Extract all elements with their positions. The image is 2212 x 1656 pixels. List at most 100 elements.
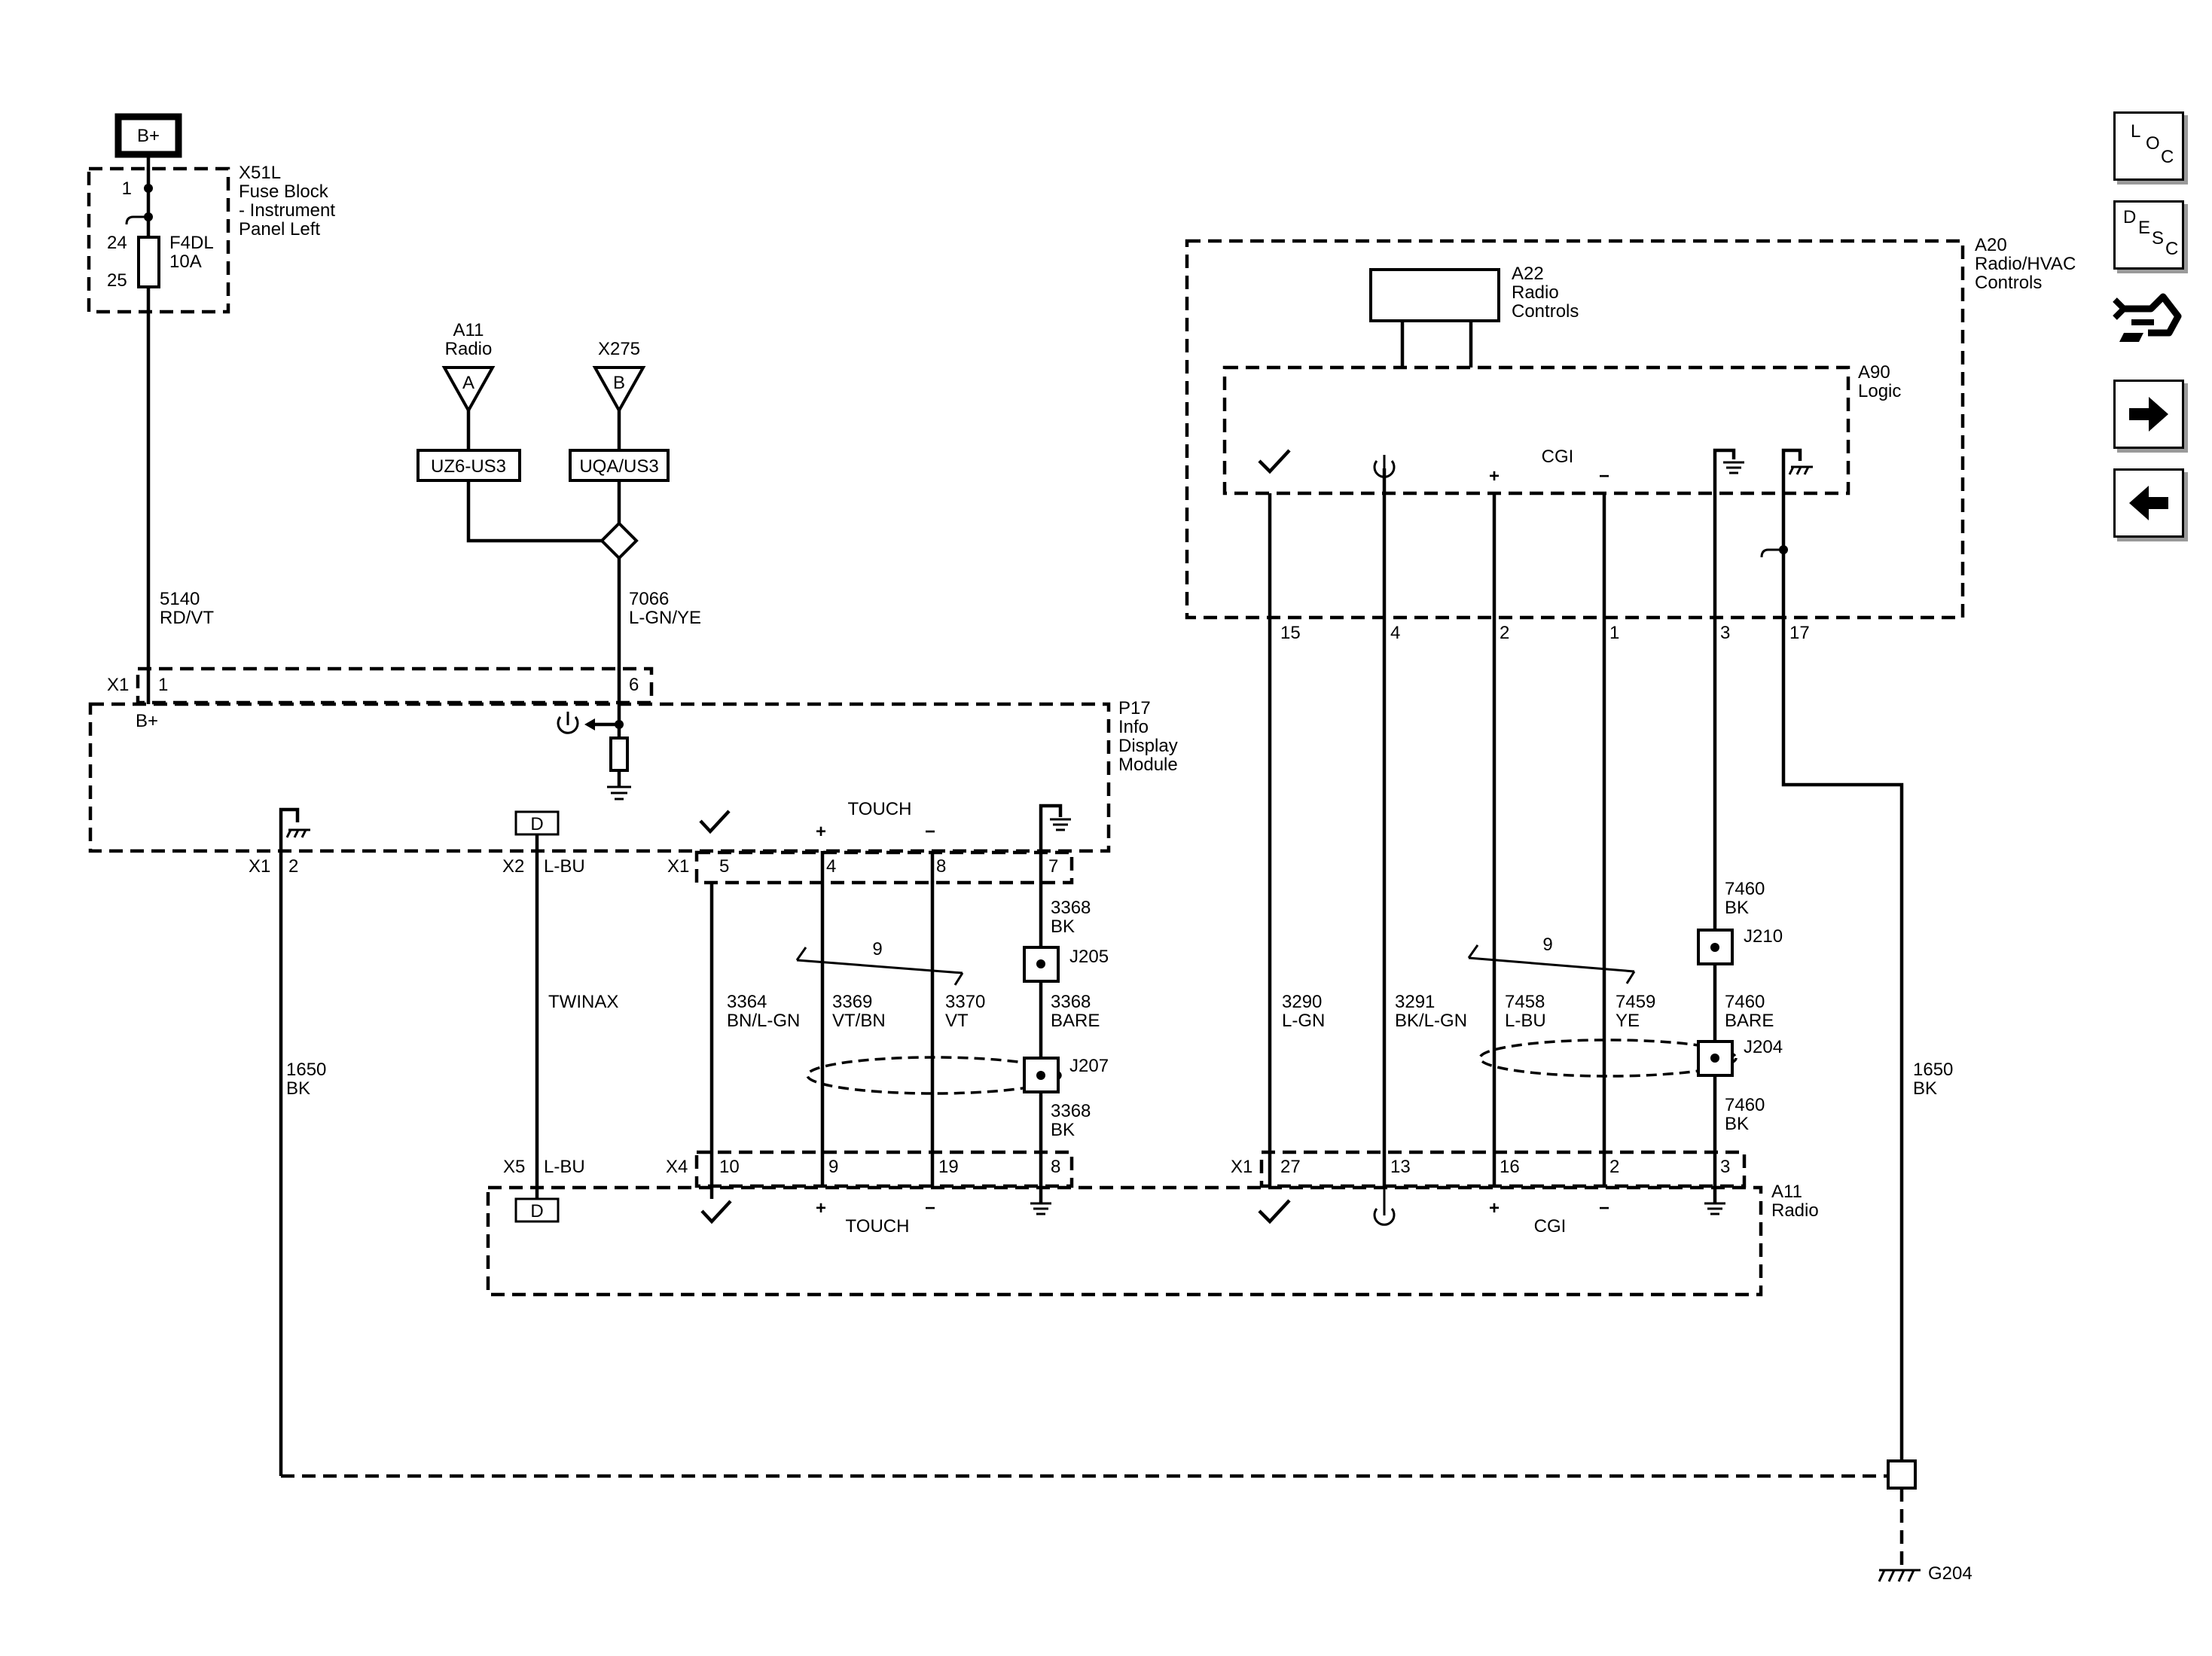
svg-text:X51L: X51L xyxy=(239,163,281,183)
next-page-button[interactable] xyxy=(2113,380,2184,449)
module-a20: A20 Radio/HVAC Controls A22 Radio Contro… xyxy=(1185,235,2076,643)
svg-text:BARE: BARE xyxy=(1051,1011,1100,1031)
svg-text:6: 6 xyxy=(629,675,639,695)
svg-text:B: B xyxy=(613,373,625,393)
svg-text:16: 16 xyxy=(1500,1157,1520,1177)
svg-text:A: A xyxy=(462,373,474,393)
minus-icon: − xyxy=(1599,1198,1609,1218)
svg-text:CGI: CGI xyxy=(1542,447,1574,467)
plus-icon: + xyxy=(1489,466,1500,486)
svg-text:Panel Left: Panel Left xyxy=(239,219,320,239)
svg-text:BK: BK xyxy=(1725,1114,1749,1134)
svg-text:3369: 3369 xyxy=(832,992,872,1012)
svg-text:Radio/HVAC: Radio/HVAC xyxy=(1975,254,2076,274)
svg-text:X1: X1 xyxy=(667,856,689,877)
svg-text:BK: BK xyxy=(1725,898,1749,918)
check-icon xyxy=(699,810,731,834)
module-a90 xyxy=(1222,365,1850,496)
svg-text:TOUCH: TOUCH xyxy=(848,799,912,819)
shield-touch xyxy=(806,1056,1062,1095)
svg-text:UZ6-US3: UZ6-US3 xyxy=(431,456,506,477)
svg-text:BARE: BARE xyxy=(1725,1011,1774,1031)
svg-text:B+: B+ xyxy=(136,711,158,731)
arrow-left-icon xyxy=(2129,486,2168,520)
svg-text:X1: X1 xyxy=(249,856,270,877)
svg-text:7458: 7458 xyxy=(1505,992,1545,1012)
connector-view-button[interactable] xyxy=(2109,289,2184,355)
svg-text:19: 19 xyxy=(938,1157,959,1177)
svg-text:25: 25 xyxy=(107,270,127,291)
svg-text:1650: 1650 xyxy=(1913,1060,1953,1080)
svg-text:8: 8 xyxy=(936,856,946,877)
svg-text:3290: 3290 xyxy=(1282,992,1322,1012)
svg-text:5140: 5140 xyxy=(160,589,200,609)
svg-text:9: 9 xyxy=(872,939,882,959)
fuse-f4dl xyxy=(137,236,160,288)
previous-page-button[interactable] xyxy=(2113,468,2184,538)
svg-text:L-GN/YE: L-GN/YE xyxy=(629,608,701,628)
svg-text:7: 7 xyxy=(1048,856,1058,877)
svg-text:2: 2 xyxy=(288,856,298,877)
ground-icon xyxy=(1713,448,1744,493)
wire-5140: 5140 RD/VT xyxy=(146,312,214,704)
plus-icon: + xyxy=(816,822,826,842)
svg-text:VT: VT xyxy=(945,1011,969,1031)
check-icon xyxy=(1258,449,1291,474)
fuse-block-x51l: 1 24 25 F4DL 10A X51L Fuse Block - Instr… xyxy=(87,154,335,314)
svg-text:BK/L-GN: BK/L-GN xyxy=(1395,1011,1467,1031)
svg-text:D: D xyxy=(530,1201,543,1221)
svg-text:BK: BK xyxy=(1051,1120,1075,1140)
svg-text:A11: A11 xyxy=(453,320,484,340)
svg-text:L-BU: L-BU xyxy=(544,1157,585,1177)
svg-text:- Instrument: - Instrument xyxy=(239,200,335,221)
svg-text:7460: 7460 xyxy=(1725,1095,1765,1115)
svg-text:P17: P17 xyxy=(1118,698,1151,718)
svg-text:A11: A11 xyxy=(1771,1182,1802,1202)
svg-text:2: 2 xyxy=(1500,623,1509,643)
svg-text:Fuse Block: Fuse Block xyxy=(239,181,329,202)
svg-text:BN/L-GN: BN/L-GN xyxy=(727,1011,800,1031)
svg-text:7460: 7460 xyxy=(1725,879,1765,899)
ground-g204: G204 xyxy=(1878,1459,1972,1584)
svg-text:A22: A22 xyxy=(1512,264,1544,284)
plus-icon: + xyxy=(1489,1198,1500,1218)
svg-text:10: 10 xyxy=(719,1157,740,1177)
chassis-ground-icon xyxy=(279,807,310,851)
svg-text:BK: BK xyxy=(1051,916,1075,937)
svg-text:Logic: Logic xyxy=(1858,381,1901,401)
svg-text:UQA/US3: UQA/US3 xyxy=(579,456,658,477)
svg-text:A90: A90 xyxy=(1858,362,1890,383)
svg-text:X275: X275 xyxy=(598,339,640,359)
svg-text:27: 27 xyxy=(1280,1157,1301,1177)
svg-text:7459: 7459 xyxy=(1616,992,1655,1012)
svg-text:X2: X2 xyxy=(502,856,524,877)
wire-1650-left: 1650 BK xyxy=(279,851,1896,1478)
loc-button[interactable]: L O C xyxy=(2113,111,2184,181)
svg-text:9: 9 xyxy=(1542,935,1552,955)
svg-text:J207: J207 xyxy=(1069,1056,1109,1076)
svg-text:Radio: Radio xyxy=(1771,1200,1819,1221)
svg-text:15: 15 xyxy=(1280,623,1301,643)
svg-text:YE: YE xyxy=(1616,1011,1640,1031)
ground-icon xyxy=(1039,804,1071,851)
desc-button[interactable]: D E S C xyxy=(2113,200,2184,270)
display-icon: D xyxy=(514,810,560,851)
svg-text:CGI: CGI xyxy=(1534,1216,1567,1237)
minus-icon: − xyxy=(925,1198,935,1218)
svg-text:L-BU: L-BU xyxy=(1505,1011,1546,1031)
svg-text:3370: 3370 xyxy=(945,992,985,1012)
power-source: B+ xyxy=(114,113,182,158)
svg-text:X5: X5 xyxy=(503,1157,525,1177)
svg-text:Controls: Controls xyxy=(1512,301,1579,322)
display-icon: D xyxy=(514,1186,560,1223)
svg-text:RD/VT: RD/VT xyxy=(160,608,214,628)
svg-text:1: 1 xyxy=(158,675,168,695)
svg-text:L-BU: L-BU xyxy=(544,856,585,877)
check-icon xyxy=(1258,1199,1291,1224)
svg-text:3: 3 xyxy=(1720,623,1730,643)
ground-icon xyxy=(1030,1186,1051,1215)
svg-text:3: 3 xyxy=(1720,1157,1730,1177)
module-a22 xyxy=(1369,268,1500,322)
svg-text:Controls: Controls xyxy=(1975,273,2042,293)
